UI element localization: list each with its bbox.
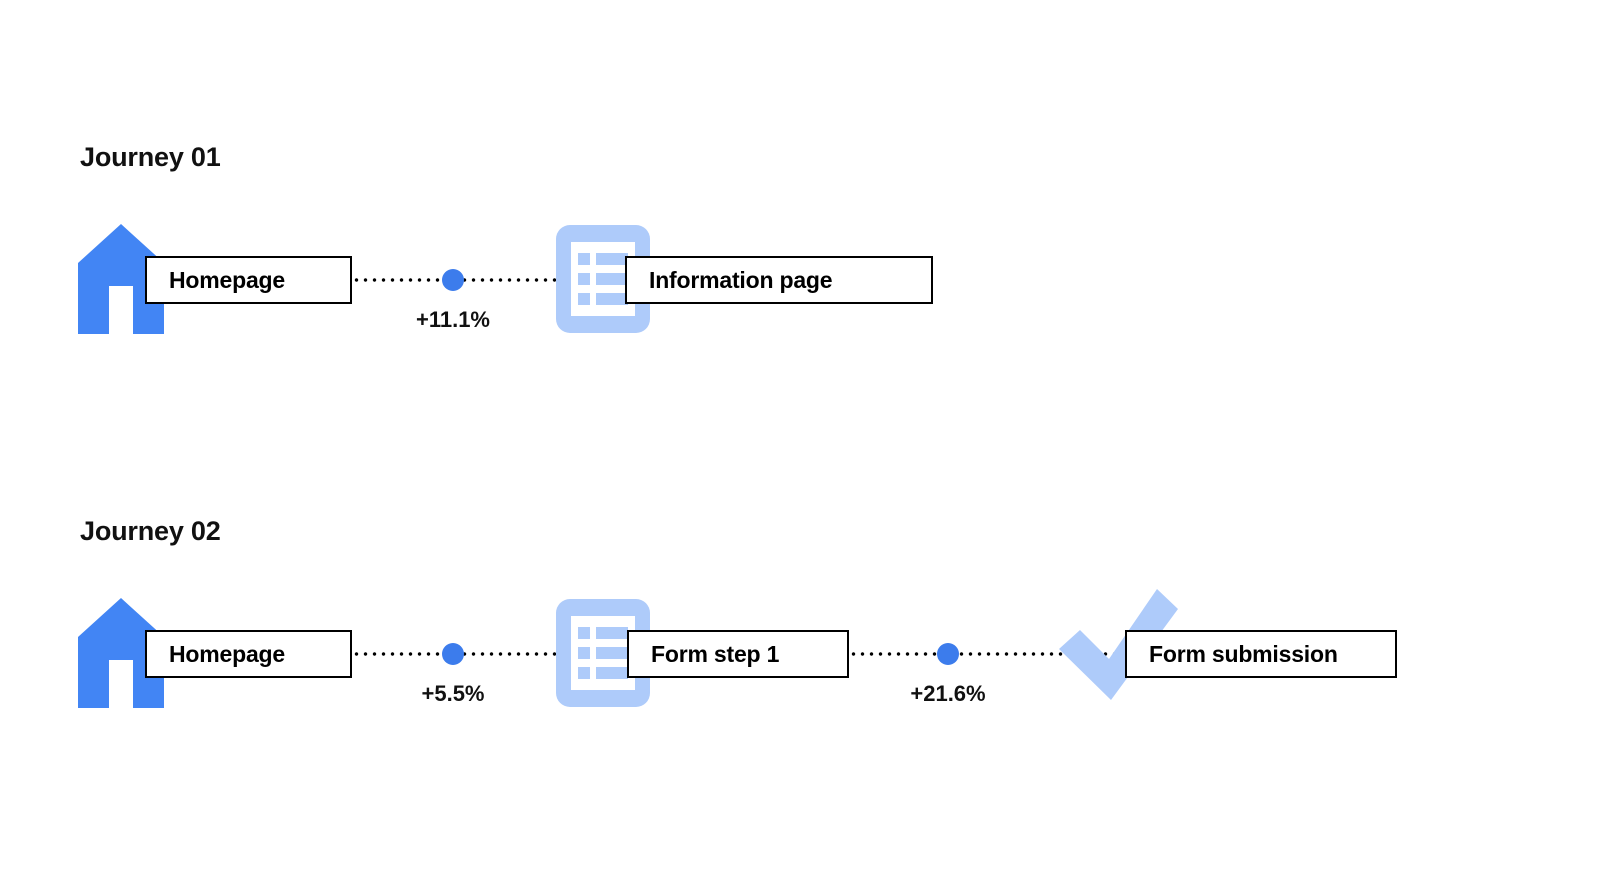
transition-dot-j2-2[interactable] — [937, 643, 959, 665]
step-box-homepage[interactable]: Homepage — [145, 630, 352, 678]
step-label: Information page — [649, 266, 833, 293]
step-box-form-submission[interactable]: Form submission — [1125, 630, 1397, 678]
transition-dot-j1-1[interactable] — [442, 269, 464, 291]
checkmark-icon — [1053, 582, 1178, 700]
journey-02-title: Journey 02 — [80, 516, 221, 546]
connector-j2-s2-s3 — [849, 652, 1131, 656]
step-label: Form submission — [1149, 640, 1338, 667]
step-box-information-page[interactable]: Information page — [625, 256, 933, 304]
home-icon — [78, 598, 164, 708]
journey-01-flow-row: Homepage +11.1% Infor — [0, 215, 1601, 345]
connector-j2-s1-s2 — [352, 652, 632, 656]
journey-01-group: Journey 01 Homepage +11.1% — [0, 0, 1601, 420]
step-box-form-step-1[interactable]: Form step 1 — [627, 630, 849, 678]
transition-dot-j2-1[interactable] — [442, 643, 464, 665]
transition-delta-j2-1: +5.5% — [421, 681, 485, 706]
transition-delta-j2-2: +21.6% — [910, 681, 986, 706]
document-list-icon — [556, 225, 650, 333]
step-box-homepage[interactable]: Homepage — [145, 256, 352, 304]
step-label: Homepage — [169, 266, 285, 293]
connector-j1-s1-s2 — [352, 278, 630, 282]
home-icon — [78, 224, 164, 334]
step-label: Homepage — [169, 640, 285, 667]
journey-02-group: Journey 02 Homepage +5.5% — [0, 374, 1601, 804]
step-label: Form step 1 — [651, 640, 780, 667]
transition-delta-j1-1: +11.1% — [415, 307, 490, 332]
journey-02-flow-row: Homepage +5.5% Form s — [0, 589, 1601, 719]
journey-01-title: Journey 01 — [80, 142, 221, 172]
document-list-icon — [556, 599, 650, 707]
